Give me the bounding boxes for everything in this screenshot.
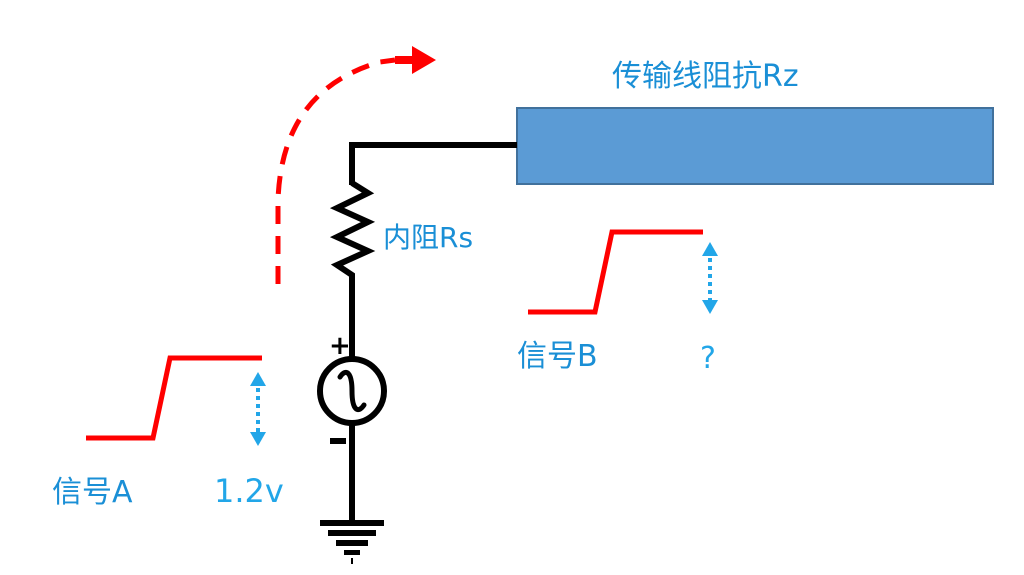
signal-b-label: 信号B — [517, 339, 598, 374]
sine-wave-icon — [337, 369, 367, 413]
signal-b-waveform — [528, 229, 703, 315]
signal-a-amplitude-label: 1.2v — [214, 472, 284, 510]
signal-propagation-arrow — [275, 57, 396, 284]
arrowhead-icon — [395, 46, 436, 74]
transmission-line-label: 传输线阻抗Rz — [612, 59, 799, 94]
minus-sign — [330, 438, 346, 444]
top-wire — [349, 142, 517, 185]
transmission-line — [516, 107, 994, 185]
ground-icon — [320, 520, 384, 564]
resistor-label: 内阻Rs — [383, 221, 473, 254]
signal-b-amplitude-label: ? — [700, 341, 716, 376]
signal-a-waveform — [86, 355, 262, 441]
plus-sign: + — [329, 331, 351, 361]
signal-a-amplitude-arrow — [250, 372, 266, 446]
signal-b-amplitude-arrow — [702, 242, 718, 314]
ac-source — [317, 356, 387, 426]
signal-a-label: 信号A — [52, 475, 133, 510]
resistor-rs — [329, 180, 376, 360]
